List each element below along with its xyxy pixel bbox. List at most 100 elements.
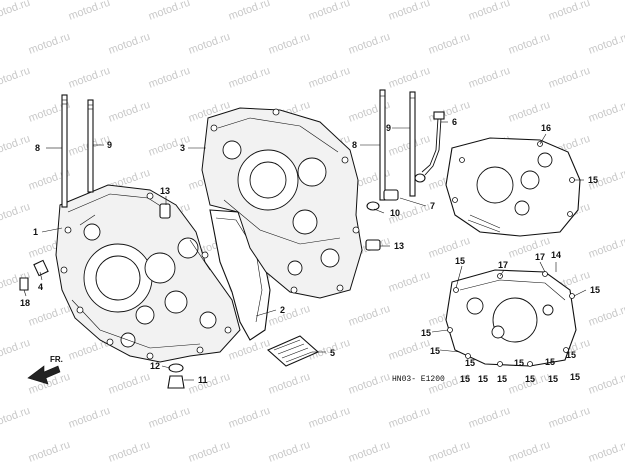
- watermark-text: motod.ru: [467, 405, 512, 431]
- watermark-text: motod.ru: [387, 133, 432, 159]
- callout-11: 11: [198, 375, 208, 385]
- watermark-text: motod.ru: [387, 65, 432, 91]
- watermark-text: motod.ru: [587, 439, 625, 465]
- watermark-text: motod.ru: [147, 65, 192, 91]
- watermark-text: motod.ru: [27, 303, 72, 329]
- watermark-text: motod.ru: [227, 65, 272, 91]
- callout-15-j: 15: [548, 374, 558, 384]
- watermark-text: motod.ru: [227, 405, 272, 431]
- watermark-text: motod.ru: [267, 371, 312, 397]
- watermark-text: motod.ru: [587, 235, 625, 261]
- watermark-text: motod.ru: [307, 0, 352, 23]
- sensor-7-10: [366, 173, 426, 211]
- left-studs: [61, 94, 94, 208]
- watermark-text: motod.ru: [467, 0, 512, 23]
- watermark-text: motod.ru: [427, 31, 472, 57]
- watermark-text: motod.ru: [587, 99, 625, 125]
- watermark-text: motod.ru: [507, 439, 552, 465]
- watermark-text: motod.ru: [67, 405, 112, 431]
- callout-13-left: 13: [160, 186, 170, 196]
- watermark-text: motod.ru: [107, 439, 152, 465]
- callout-labels: 8 9 1 3 13 2 5 8 9 6 7 10 13 11 12 4 18 …: [20, 117, 600, 385]
- callout-2: 2: [280, 305, 285, 315]
- cover-gasket-lower: [445, 269, 577, 367]
- cover-gasket-16: [445, 137, 581, 237]
- diagram-code: HN03- E1200: [392, 375, 445, 384]
- watermark-text: motod.ru: [347, 303, 392, 329]
- watermark-text: motod.ru: [67, 0, 112, 23]
- callout-15-c: 15: [590, 285, 600, 295]
- callout-9-left: 9: [107, 140, 112, 150]
- watermark-text: motod.ru: [347, 31, 392, 57]
- watermark-text: motod.ru: [507, 99, 552, 125]
- watermark-text: motod.ru: [547, 405, 592, 431]
- watermark-text: motod.ru: [587, 303, 625, 329]
- watermark-text: motod.ru: [187, 371, 232, 397]
- watermark-text: motod.ru: [267, 303, 312, 329]
- callout-9-right: 9: [386, 123, 391, 133]
- watermark-text: motod.ru: [147, 133, 192, 159]
- watermark-text: motod.ru: [427, 235, 472, 261]
- callout-10: 10: [390, 208, 400, 218]
- watermark-text: motod.ru: [307, 405, 352, 431]
- watermark-text: motod.ru: [347, 371, 392, 397]
- drain-bolt: [167, 363, 185, 389]
- callout-15-h: 15: [497, 374, 507, 384]
- watermark-text: motod.ru: [0, 133, 32, 159]
- callout-4: 4: [38, 282, 43, 292]
- watermark-text: motod.ru: [427, 439, 472, 465]
- callout-15-k: 15: [570, 372, 580, 382]
- callout-12: 12: [150, 361, 160, 371]
- callout-8-left: 8: [35, 143, 40, 153]
- watermark-text: motod.ru: [27, 439, 72, 465]
- watermark-text: motod.ru: [147, 405, 192, 431]
- callout-14: 14: [551, 250, 561, 260]
- callout-15-e: 15: [430, 346, 440, 356]
- watermark-text: motod.ru: [347, 439, 392, 465]
- callout-8-right: 8: [352, 140, 357, 150]
- watermark-text: motod.ru: [187, 439, 232, 465]
- watermark-text: motod.ru: [387, 269, 432, 295]
- watermark-text: motod.ru: [547, 65, 592, 91]
- callout-13-right: 13: [394, 241, 404, 251]
- watermark-text: motod.ru: [227, 337, 272, 363]
- pipe-6: [421, 111, 445, 176]
- watermark-text: motod.ru: [107, 31, 152, 57]
- callout-15-l: 15: [566, 350, 576, 360]
- left-crankcase: [55, 184, 241, 363]
- callout-18: 18: [20, 298, 30, 308]
- watermark-text: motod.ru: [67, 65, 112, 91]
- front-direction-indicator: FR.: [27, 355, 63, 385]
- watermark-text: motod.ru: [27, 31, 72, 57]
- leader-lines: [23, 121, 587, 381]
- watermark-text: motod.ru: [107, 371, 152, 397]
- watermark-text: motod.ru: [307, 65, 352, 91]
- watermark-text: motod.ru: [467, 65, 512, 91]
- callout-15-m: 15: [465, 358, 475, 368]
- callout-15-d: 15: [421, 328, 431, 338]
- watermark-text: motod.ru: [387, 0, 432, 23]
- watermark-text: motod.ru: [507, 31, 552, 57]
- watermark-text: motod.ru: [587, 31, 625, 57]
- callout-5: 5: [330, 348, 335, 358]
- callout-17-b: 17: [535, 252, 545, 262]
- right-crankcase: [201, 107, 363, 299]
- watermark-text: motod.ru: [547, 0, 592, 23]
- watermark-text: motod.ru: [147, 0, 192, 23]
- callout-15-b: 15: [455, 256, 465, 266]
- front-arrow-icon: [27, 365, 61, 385]
- watermark-text: motod.ru: [227, 0, 272, 23]
- callout-3: 3: [180, 143, 185, 153]
- right-dowel: [365, 239, 381, 251]
- callout-1: 1: [33, 227, 38, 237]
- watermark-text: motod.ru: [107, 99, 152, 125]
- bolt-4-18: [19, 259, 49, 291]
- watermark-text: motod.ru: [187, 31, 232, 57]
- callout-16: 16: [541, 123, 551, 133]
- callout-15-g: 15: [478, 374, 488, 384]
- watermark-text: motod.ru: [267, 439, 312, 465]
- callout-7: 7: [430, 201, 435, 211]
- callout-6: 6: [452, 117, 457, 127]
- left-dowel: [159, 203, 171, 219]
